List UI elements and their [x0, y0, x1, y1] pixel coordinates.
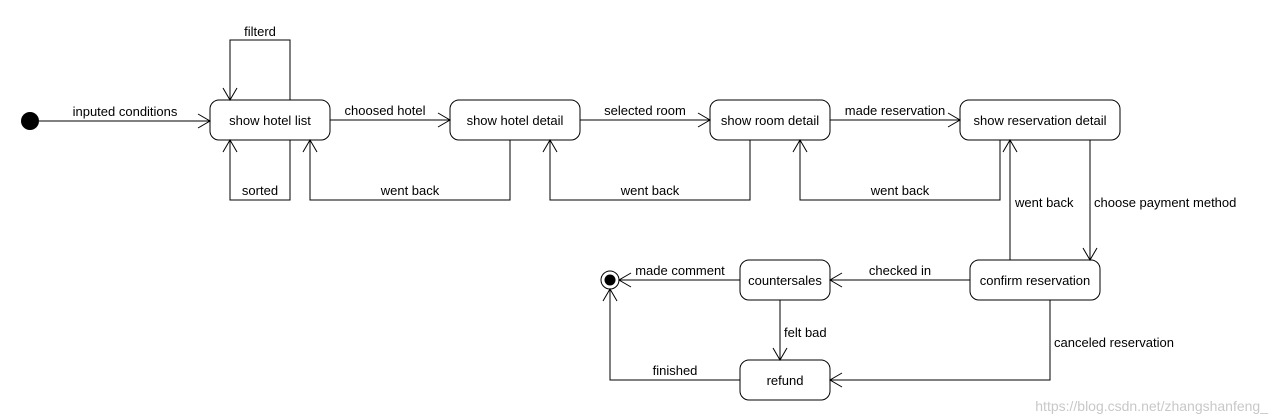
transition-went-back-to-room-detail — [792, 139, 1001, 201]
label-went-back: went back — [870, 183, 930, 198]
transition-sorted — [222, 139, 291, 201]
final-state-dot — [604, 274, 616, 286]
state-countersales: countersales — [739, 259, 831, 301]
label-went-back: went back — [1014, 195, 1074, 210]
state-label: countersales — [748, 273, 822, 288]
transition-choose-payment-method — [1082, 140, 1098, 261]
transition-checked-in — [829, 272, 970, 288]
initial-state — [21, 112, 39, 130]
transition-went-back-to-hotel-detail — [542, 139, 751, 201]
transition-finished — [602, 288, 740, 381]
label-filterd: filterd — [244, 24, 276, 39]
state-label: show reservation detail — [974, 113, 1107, 128]
label-made-reservation: made reservation — [845, 103, 945, 118]
transition-canceled-reservation — [829, 300, 1051, 388]
transition-inputed-conditions — [39, 113, 211, 129]
transition-made-reservation — [830, 112, 961, 128]
label-went-back: went back — [380, 183, 440, 198]
label-felt-bad: felt bad — [784, 325, 827, 340]
state-show-reservation-detail: show reservation detail — [959, 99, 1121, 141]
transition-went-back-to-reservation-detail — [1002, 139, 1018, 260]
watermark: https://blog.csdn.net/zhangshanfeng_ — [1035, 398, 1268, 414]
label-inputed-conditions: inputed conditions — [73, 104, 178, 119]
transition-felt-bad — [772, 300, 788, 361]
state-show-room-detail: show room detail — [709, 99, 831, 141]
transition-selected-room — [580, 112, 711, 128]
label-selected-room: selected room — [604, 103, 686, 118]
state-refund: refund — [739, 359, 831, 401]
transition-choosed-hotel — [330, 112, 451, 128]
label-choosed-hotel: choosed hotel — [345, 103, 426, 118]
transition-filterd — [222, 39, 291, 101]
label-finished: finished — [653, 363, 698, 378]
label-went-back: went back — [620, 183, 680, 198]
state-show-hotel-detail: show hotel detail — [449, 99, 581, 141]
label-canceled-reservation: canceled reservation — [1054, 335, 1174, 350]
label-checked-in: checked in — [869, 263, 931, 278]
label-sorted: sorted — [242, 183, 278, 198]
state-confirm-reservation: confirm reservation — [969, 259, 1101, 301]
label-made-comment: made comment — [635, 263, 725, 278]
transition-went-back-to-hotel-list — [302, 139, 511, 201]
state-show-hotel-list: show hotel list — [209, 99, 331, 141]
state-label: confirm reservation — [980, 273, 1091, 288]
state-label: show hotel detail — [467, 113, 564, 128]
label-choose-payment-method: choose payment method — [1094, 195, 1236, 210]
state-label: refund — [767, 373, 804, 388]
state-label: show room detail — [721, 113, 819, 128]
transition-made-comment — [618, 272, 740, 288]
state-label: show hotel list — [229, 113, 311, 128]
